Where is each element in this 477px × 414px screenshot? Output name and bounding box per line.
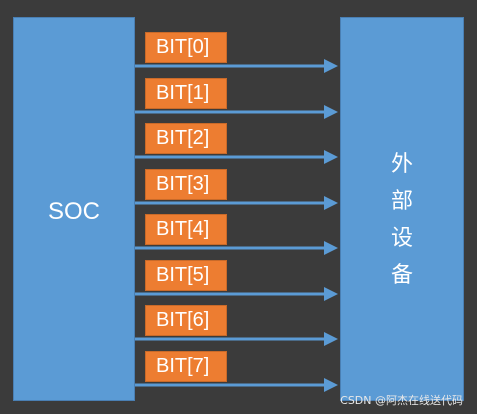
external-device-char: 备	[390, 263, 413, 288]
bit-label-1: BIT[1]	[145, 78, 227, 109]
bit-label-2: BIT[2]	[145, 123, 227, 154]
arrowhead-icon	[324, 196, 338, 210]
external-device-char: 部	[390, 189, 413, 214]
soc-label: SOC	[47, 198, 100, 225]
bit-label-4: BIT[4]	[145, 214, 227, 245]
watermark: CSDN @阿杰在线送代码	[340, 394, 463, 407]
bit-label-6: BIT[6]	[145, 305, 227, 336]
bit-label-0: BIT[0]	[145, 32, 227, 63]
arrowhead-icon	[324, 105, 338, 119]
arrowhead-icon	[324, 59, 338, 73]
arrowhead-icon	[324, 378, 338, 392]
external-device-char: 设	[390, 226, 413, 251]
arrowhead-icon	[324, 150, 338, 164]
soc-block: SOC	[13, 17, 135, 401]
bit-label-7: BIT[7]	[145, 351, 227, 382]
arrowhead-icon	[324, 332, 338, 346]
bit-label-3: BIT[3]	[145, 169, 227, 200]
external-device-label: 外 部 设 备	[341, 146, 463, 294]
external-device-block: 外 部 设 备	[340, 17, 464, 401]
arrowhead-icon	[324, 287, 338, 301]
arrowhead-icon	[324, 241, 338, 255]
external-device-char: 外	[390, 152, 413, 177]
bit-label-5: BIT[5]	[145, 260, 227, 291]
